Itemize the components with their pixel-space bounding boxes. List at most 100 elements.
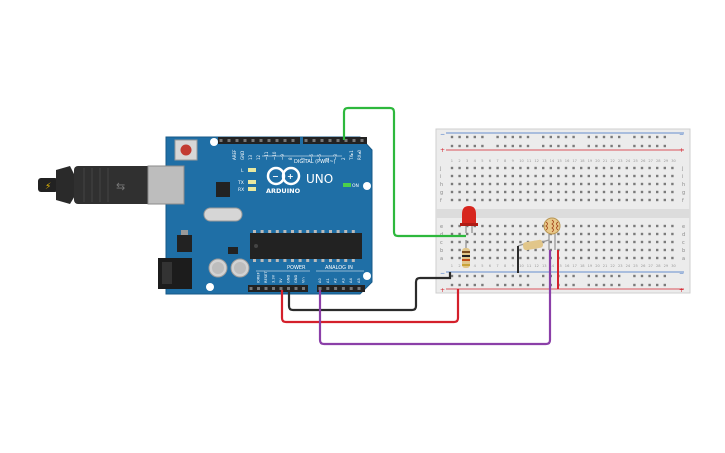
rail-hole[interactable] (587, 283, 590, 287)
terminal-hole[interactable] (671, 232, 674, 236)
terminal-hole[interactable] (671, 224, 674, 228)
header-pin-hole[interactable] (235, 139, 239, 142)
terminal-hole[interactable] (549, 240, 552, 244)
rail-hole[interactable] (633, 283, 636, 287)
terminal-hole[interactable] (572, 190, 575, 194)
terminal-hole[interactable] (504, 166, 507, 170)
rail-hole[interactable] (564, 283, 568, 287)
rail-hole[interactable] (504, 283, 507, 287)
header-pin-hole[interactable] (294, 287, 298, 290)
terminal-hole[interactable] (481, 248, 484, 252)
terminal-hole[interactable] (595, 174, 598, 178)
terminal-hole[interactable] (526, 182, 530, 186)
terminal-hole[interactable] (595, 248, 598, 252)
terminal-hole[interactable] (473, 256, 476, 260)
terminal-hole[interactable] (564, 182, 568, 186)
terminal-hole[interactable] (610, 224, 613, 228)
terminal-hole[interactable] (625, 224, 628, 228)
rail-hole[interactable] (572, 274, 575, 278)
terminal-hole[interactable] (519, 198, 522, 202)
rail-hole[interactable] (496, 283, 499, 287)
terminal-hole[interactable] (519, 182, 522, 186)
terminal-hole[interactable] (587, 190, 590, 194)
rail-hole[interactable] (473, 135, 476, 139)
header-pin-hole[interactable] (360, 139, 364, 142)
terminal-hole[interactable] (564, 232, 568, 236)
terminal-hole[interactable] (633, 224, 636, 228)
terminal-hole[interactable] (572, 248, 575, 252)
rail-hole[interactable] (595, 144, 598, 148)
header-pin-hole[interactable] (264, 287, 268, 290)
rail-hole[interactable] (519, 283, 522, 287)
terminal-hole[interactable] (663, 174, 666, 178)
rail-hole[interactable] (618, 283, 621, 287)
header-pin-hole[interactable] (320, 139, 324, 142)
rail-hole[interactable] (633, 274, 636, 278)
rail-hole[interactable] (595, 274, 598, 278)
terminal-hole[interactable] (640, 240, 644, 244)
terminal-hole[interactable] (640, 182, 644, 186)
rail-hole[interactable] (466, 135, 469, 139)
terminal-hole[interactable] (473, 174, 476, 178)
rail-hole[interactable] (496, 135, 499, 139)
terminal-hole[interactable] (580, 224, 583, 228)
rail-hole[interactable] (542, 144, 545, 148)
terminal-hole[interactable] (511, 166, 514, 170)
terminal-hole[interactable] (602, 166, 606, 170)
terminal-hole[interactable] (488, 256, 492, 260)
terminal-hole[interactable] (519, 248, 522, 252)
terminal-hole[interactable] (473, 190, 476, 194)
rail-hole[interactable] (595, 135, 598, 139)
terminal-hole[interactable] (473, 182, 476, 186)
terminal-hole[interactable] (625, 182, 628, 186)
rail-hole[interactable] (466, 274, 469, 278)
terminal-hole[interactable] (618, 248, 621, 252)
terminal-hole[interactable] (572, 198, 575, 202)
terminal-hole[interactable] (618, 256, 621, 260)
terminal-hole[interactable] (648, 248, 651, 252)
terminal-hole[interactable] (663, 198, 666, 202)
header-pin-hole[interactable] (251, 139, 255, 142)
terminal-hole[interactable] (526, 248, 530, 252)
rail-hole[interactable] (473, 144, 476, 148)
terminal-hole[interactable] (450, 248, 454, 252)
terminal-hole[interactable] (640, 174, 644, 178)
terminal-hole[interactable] (466, 232, 469, 236)
terminal-hole[interactable] (663, 166, 666, 170)
rail-hole[interactable] (633, 135, 636, 139)
terminal-hole[interactable] (572, 224, 575, 228)
header-pin-hole[interactable] (283, 139, 287, 142)
terminal-hole[interactable] (618, 182, 621, 186)
terminal-hole[interactable] (656, 198, 659, 202)
terminal-hole[interactable] (488, 232, 492, 236)
terminal-hole[interactable] (504, 190, 507, 194)
header-pin-hole[interactable] (275, 139, 279, 142)
terminal-hole[interactable] (580, 190, 583, 194)
terminal-hole[interactable] (602, 256, 606, 260)
terminal-hole[interactable] (458, 224, 461, 228)
terminal-hole[interactable] (580, 240, 583, 244)
terminal-hole[interactable] (496, 224, 499, 228)
terminal-hole[interactable] (473, 198, 476, 202)
terminal-hole[interactable] (656, 232, 659, 236)
terminal-hole[interactable] (595, 240, 598, 244)
terminal-hole[interactable] (602, 198, 606, 202)
rail-hole[interactable] (663, 274, 666, 278)
terminal-hole[interactable] (595, 232, 598, 236)
terminal-hole[interactable] (633, 198, 636, 202)
rail-hole[interactable] (481, 283, 484, 287)
header-pin-hole[interactable] (326, 287, 330, 290)
terminal-hole[interactable] (610, 256, 613, 260)
terminal-hole[interactable] (671, 256, 674, 260)
terminal-hole[interactable] (504, 174, 507, 178)
terminal-hole[interactable] (488, 224, 492, 228)
rail-hole[interactable] (618, 144, 621, 148)
terminal-hole[interactable] (534, 224, 537, 228)
terminal-hole[interactable] (572, 256, 575, 260)
terminal-hole[interactable] (458, 174, 461, 178)
rail-hole[interactable] (542, 135, 545, 139)
terminal-hole[interactable] (595, 224, 598, 228)
terminal-hole[interactable] (625, 256, 628, 260)
terminal-hole[interactable] (557, 190, 560, 194)
rail-hole[interactable] (519, 274, 522, 278)
